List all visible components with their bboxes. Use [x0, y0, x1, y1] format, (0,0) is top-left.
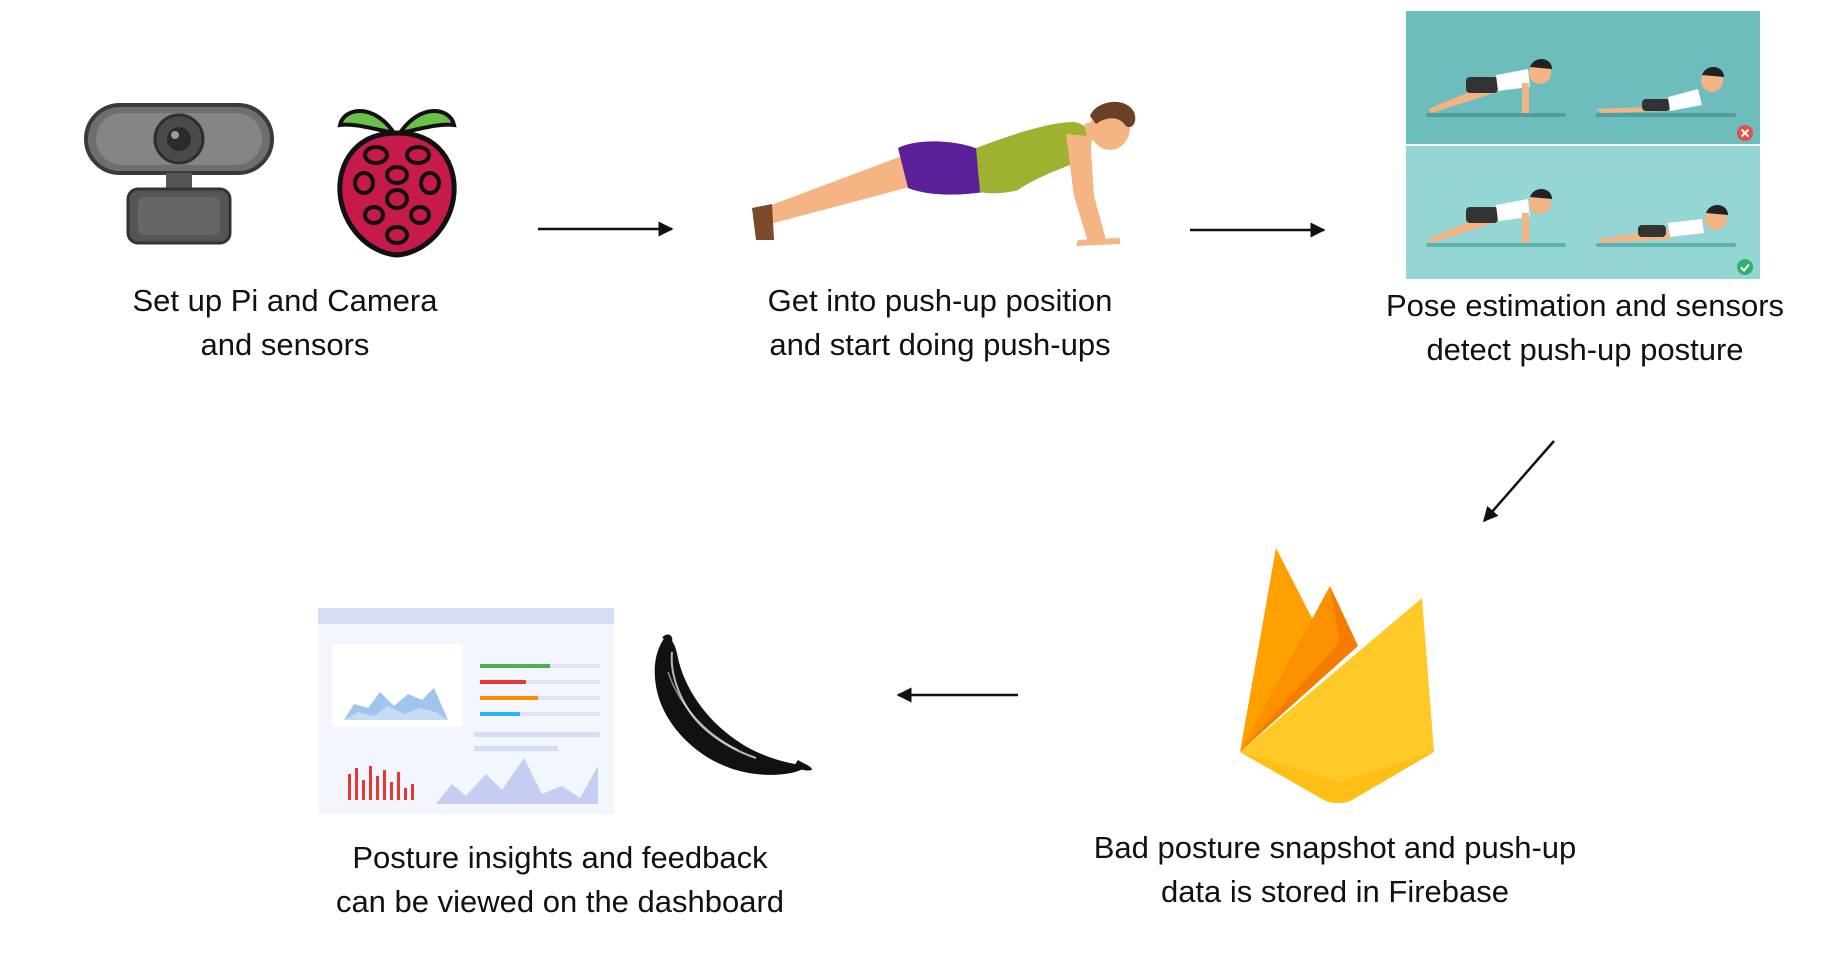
- cross-mark-icon: [1736, 124, 1754, 142]
- step-3-caption: Pose estimation and sensors detect push-…: [1345, 284, 1825, 372]
- step-5-caption-line-2: can be viewed on the dashboard: [335, 884, 785, 919]
- raspberry-pi-icon: [334, 103, 460, 258]
- step-1-caption-line-2: and sensors: [200, 327, 370, 362]
- flask-icon: [648, 632, 814, 784]
- step-5-caption: Posture insights and feedback can be vie…: [290, 836, 830, 924]
- check-mark-icon: [1736, 258, 1754, 276]
- step-2-caption: Get into push-up position and start doin…: [715, 279, 1165, 367]
- step-2-caption-line-1: Get into push-up position: [767, 283, 1113, 318]
- step-4-caption-line-1: Bad posture snapshot and push-up: [1093, 830, 1577, 865]
- push-up-posture-comparison-image: [1406, 11, 1760, 279]
- step-5-caption-line-1: Posture insights and feedback: [352, 840, 768, 875]
- step-3-caption-line-1: Pose estimation and sensors: [1385, 288, 1785, 323]
- step-1-caption-line-1: Set up Pi and Camera: [132, 283, 438, 318]
- step-1-caption: Set up Pi and Camera and sensors: [60, 279, 510, 367]
- dashboard-icon: [318, 608, 614, 814]
- step-2-caption-line-2: and start doing push-ups: [769, 327, 1111, 362]
- arrow-step3-to-step4: [1483, 440, 1555, 523]
- firebase-icon: [1240, 546, 1436, 808]
- step-4-caption-line-2: data is stored in Firebase: [1160, 874, 1510, 909]
- step-4-caption: Bad posture snapshot and push-up data is…: [1055, 826, 1615, 914]
- webcam-icon: [84, 103, 274, 245]
- push-up-person-icon: [748, 100, 1136, 248]
- step-3-caption-line-2: detect push-up posture: [1426, 332, 1744, 367]
